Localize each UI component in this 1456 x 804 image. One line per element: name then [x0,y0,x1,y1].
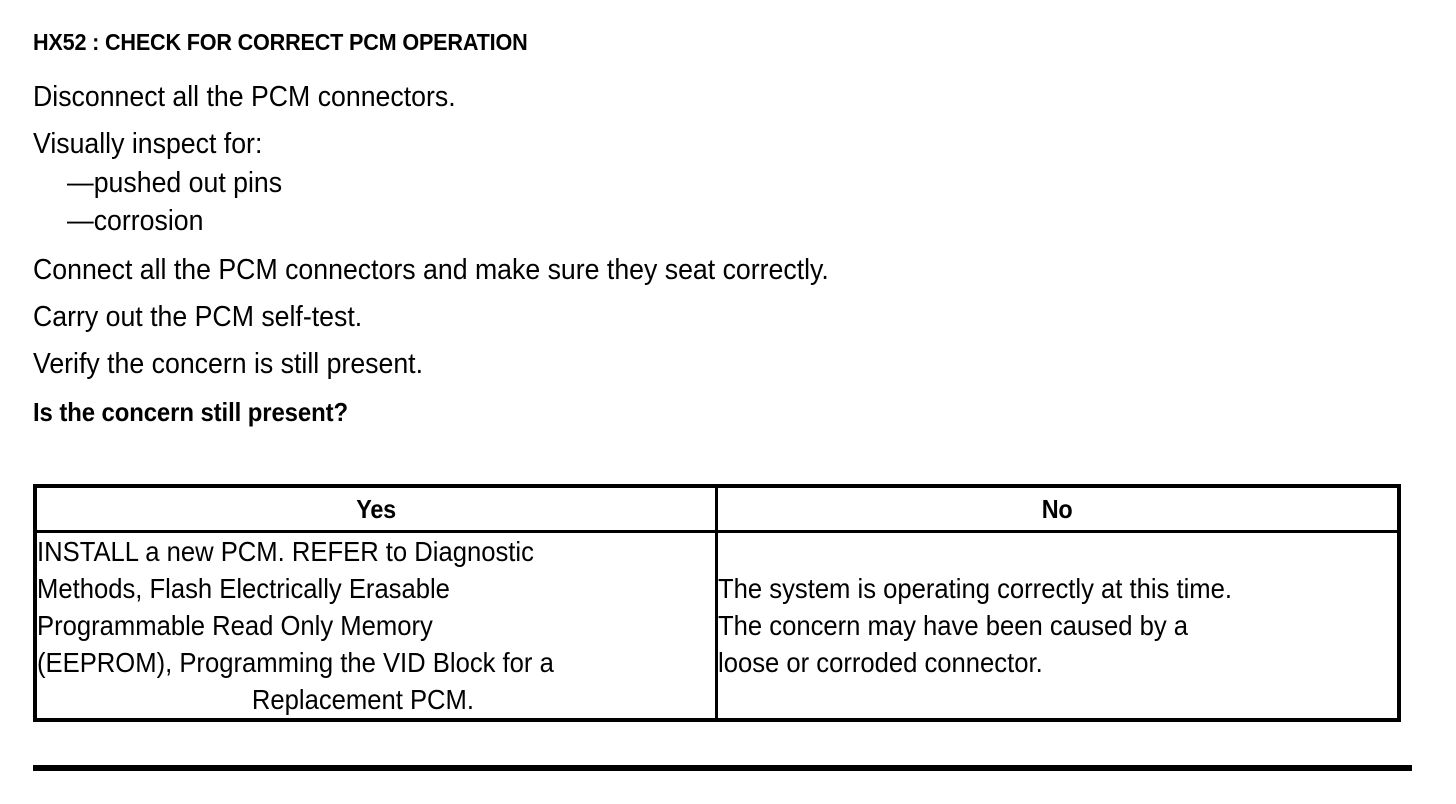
instruction-line: Disconnect all the PCM connectors. [33,81,456,113]
instruction-list: Disconnect all the PCM connectors. Visua… [33,74,1413,436]
decision-cell-yes: INSTALL a new PCM. REFER to Diagnostic M… [33,530,718,722]
instruction-line: Visually inspect for: [33,128,263,160]
header-yes-label: Yes [355,493,396,524]
section-divider-rule [33,765,1412,771]
header-no-label: No [1041,493,1073,524]
decision-table-header-row: Yes No [33,484,1401,533]
yes-action-line: Methods, Flash Electrically Erasable [37,573,450,604]
decision-table: Yes No INSTALL a new PCM. REFER to Diagn… [33,484,1401,722]
decision-question: Is the concern still present? [33,397,349,427]
decision-table-header-yes: Yes [33,484,718,533]
no-action-line: The concern may have been caused by a [717,610,1188,641]
yes-action-text: INSTALL a new PCM. REFER to Diagnostic M… [37,533,715,718]
no-action-text: The system is operating correctly at thi… [718,570,1398,681]
yes-action-line: Programmable Read Only Memory [37,610,433,641]
instruction-line: Verify the concern is still present. [33,348,424,380]
yes-action-line: (EEPROM), Programming the VID Block for … [37,647,554,678]
step-title: HX52 : CHECK FOR CORRECT PCM OPERATION [33,29,528,55]
yes-action-line: INSTALL a new PCM. REFER to Diagnostic [37,536,534,567]
instruction-bullet: —corrosion [67,205,204,237]
instruction-line: Connect all the PCM connectors and make … [33,254,829,286]
instruction-line: Carry out the PCM self-test. [33,301,363,333]
instruction-bullet: —pushed out pins [67,167,283,199]
decision-table-header-no: No [714,484,1401,533]
no-action-line: loose or corroded connector. [717,647,1043,678]
no-action-line: The system is operating correctly at thi… [717,573,1232,604]
decision-table-row: INSTALL a new PCM. REFER to Diagnostic M… [33,530,1401,722]
yes-action-line-last: Replacement PCM. [251,684,475,715]
decision-cell-no: The system is operating correctly at thi… [714,530,1401,722]
